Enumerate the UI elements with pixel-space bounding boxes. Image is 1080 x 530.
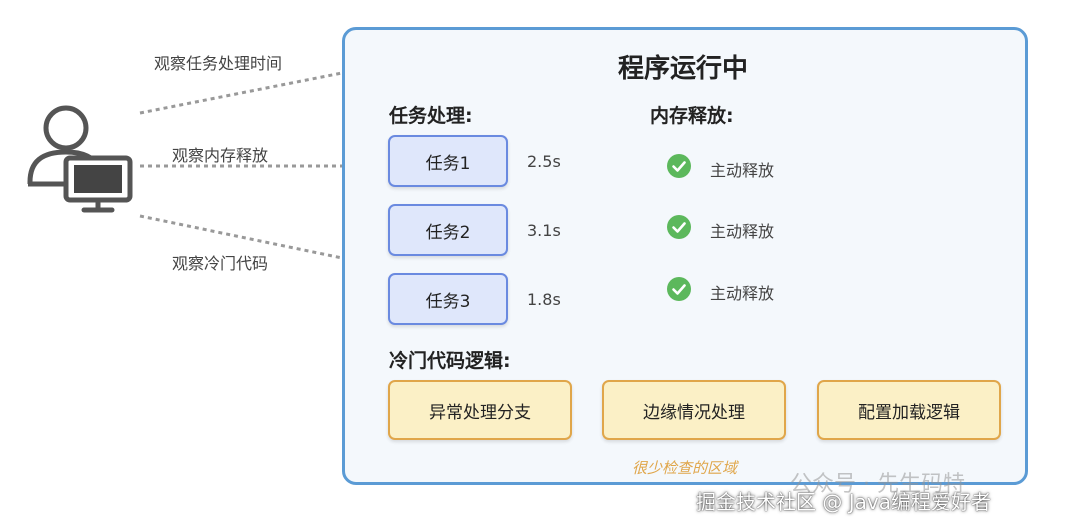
label-observe-cold: 观察冷门代码 — [172, 254, 269, 273]
check-circle-icon — [667, 215, 691, 239]
task-time-2: 3.1s — [527, 221, 561, 240]
observer-icon — [27, 105, 133, 213]
cold-code-heading: 冷门代码逻辑: — [389, 350, 511, 372]
release-label-1: 主动释放 — [710, 161, 775, 180]
cold-area-note: 很少检查的区域 — [632, 459, 738, 477]
check-circle-icon — [667, 277, 691, 301]
task-time-1: 2.5s — [527, 152, 561, 171]
watermark-wechat: 公众号 · 先生码特 — [790, 472, 965, 497]
watermark-juejin: 掘金技术社区 @ Java编程爱好者 — [696, 490, 991, 514]
check-circle-icon — [667, 154, 691, 178]
task-time-3: 1.8s — [527, 290, 561, 309]
release-label-3: 主动释放 — [710, 284, 775, 303]
memory-heading: 内存释放: — [650, 105, 734, 127]
task-label: 任务2 — [425, 222, 471, 243]
task-label: 任务1 — [425, 153, 471, 174]
cold-label: 异常处理分支 — [429, 402, 531, 423]
task-label: 任务3 — [425, 291, 471, 312]
cold-box-edge-case: 边缘情况处理 — [602, 380, 786, 440]
cold-label: 配置加载逻辑 — [858, 402, 960, 423]
task-box-3: 任务3 — [388, 273, 508, 325]
label-observe-memory: 观察内存释放 — [172, 146, 269, 165]
tasks-heading: 任务处理: — [389, 105, 473, 127]
line-cold — [139, 214, 343, 260]
task-box-2: 任务2 — [388, 204, 508, 256]
cold-label: 边缘情况处理 — [643, 402, 745, 423]
task-box-1: 任务1 — [388, 135, 508, 187]
cold-box-exception: 异常处理分支 — [388, 380, 572, 440]
line-time — [139, 71, 343, 115]
label-observe-time: 观察任务处理时间 — [154, 54, 283, 73]
panel-title: 程序运行中 — [618, 54, 749, 84]
release-label-2: 主动释放 — [710, 222, 775, 241]
cold-box-config: 配置加载逻辑 — [817, 380, 1001, 440]
